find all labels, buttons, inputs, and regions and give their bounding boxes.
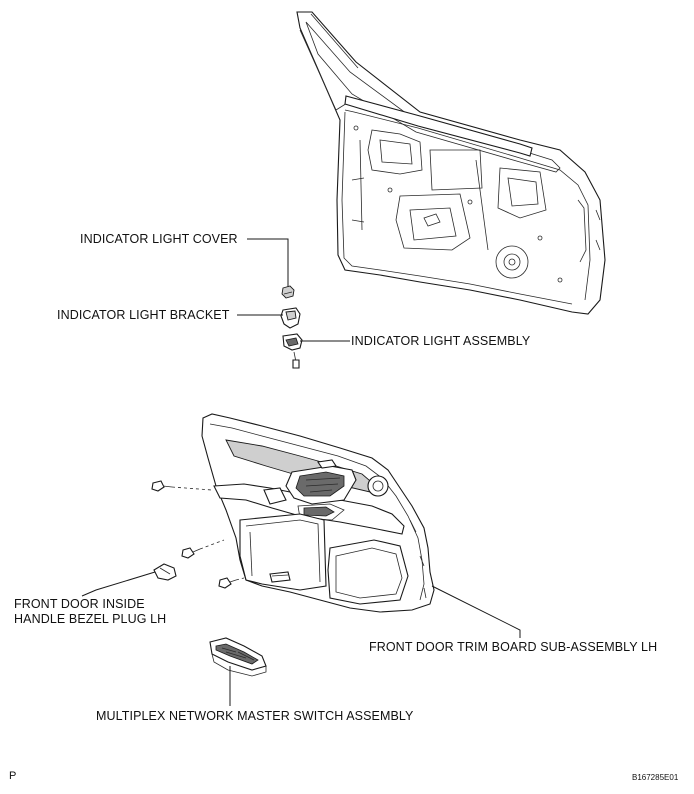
label-front-door-inside-handle-bezel-plug-line2: HANDLE BEZEL PLUG LH — [14, 612, 167, 626]
label-indicator-light-bracket: INDICATOR LIGHT BRACKET — [57, 308, 230, 322]
front-door-trim-board-illustration — [201, 413, 435, 613]
front-door-frame-illustration — [296, 11, 606, 315]
indicator-light-cover-part — [281, 285, 295, 299]
indicator-light-bracket-part — [280, 307, 301, 329]
indicator-leader-lines — [237, 238, 350, 342]
page-mark: P — [9, 770, 17, 782]
handle-bezel-plug-part — [153, 563, 177, 581]
trim-board-screws — [151, 480, 245, 589]
label-front-door-trim-board: FRONT DOOR TRIM BOARD SUB-ASSEMBLY LH — [369, 640, 658, 654]
master-switch-part — [209, 637, 267, 677]
lower-leader-lines — [81, 571, 521, 706]
label-multiplex-network-master-switch: MULTIPLEX NETWORK MASTER SWITCH ASSEMBLY — [96, 709, 414, 723]
indicator-light-assembly-part — [282, 333, 303, 369]
label-indicator-light-cover: INDICATOR LIGHT COVER — [80, 232, 238, 246]
label-indicator-light-assembly: INDICATOR LIGHT ASSEMBLY — [351, 334, 531, 348]
label-front-door-inside-handle-bezel-plug-line1: FRONT DOOR INSIDE — [14, 597, 145, 611]
figure-code: B167285E01 — [632, 773, 679, 782]
